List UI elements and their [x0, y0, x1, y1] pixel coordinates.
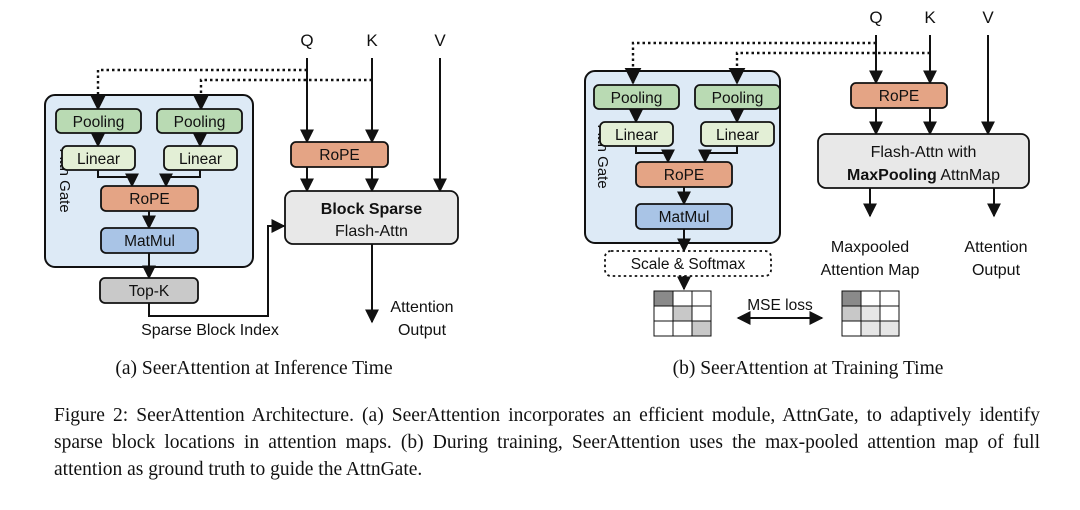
attention-output-right-1: Attention — [964, 239, 1027, 256]
rope-inner-label: RoPE — [129, 191, 170, 208]
scale-softmax-label: Scale & Softmax — [631, 256, 746, 273]
matmul-label: MatMul — [124, 233, 175, 250]
linear-label-1: Linear — [77, 151, 120, 168]
k-label: K — [366, 31, 378, 50]
panel-training: Attn Gate Q K V Pooling Pooling Linear L… — [584, 8, 1030, 379]
pooling-label-2: Pooling — [174, 114, 226, 131]
pooling-label-1: Pooling — [73, 114, 125, 131]
dotted-route-k — [192, 78, 372, 111]
flash-attn-label: Flash-Attn — [335, 223, 408, 240]
sparse-index-label: Sparse Block Index — [141, 322, 279, 339]
attention-output-right-2: Output — [972, 262, 1021, 279]
architecture-figure: Attn Gate Q K V Pooling Pooling Linear L… — [44, 8, 1030, 379]
pooling-label-right-1: Pooling — [611, 90, 663, 107]
dotted-route-q — [89, 68, 307, 111]
subcaption-b: (b) SeerAttention at Training Time — [673, 358, 944, 379]
k-label-right: K — [924, 8, 936, 27]
pooling-label-right-2: Pooling — [712, 90, 764, 107]
maxpooled-label-2: Attention Map — [821, 262, 920, 279]
maxpooling-attnmap-label: MaxPooling AttnMap — [847, 167, 1000, 184]
mse-loss-label: MSE loss — [747, 297, 813, 314]
rope-label-right: RoPE — [879, 88, 920, 105]
attention-output-label-1: Attention — [390, 299, 453, 316]
maxpooled-label-1: Maxpooled — [831, 239, 909, 256]
q-label: Q — [300, 31, 313, 50]
rope-box — [290, 141, 389, 168]
v-label: V — [434, 31, 446, 50]
rope-label: RoPE — [319, 147, 360, 164]
flash-attn-maxpooling-box — [817, 133, 1030, 189]
topk-label: Top-K — [129, 283, 170, 300]
subcaption-a: (a) SeerAttention at Inference Time — [115, 358, 392, 379]
dotted-route-k-right — [728, 51, 930, 85]
flash-attn-with-label: Flash-Attn with — [871, 144, 977, 161]
linear-label-right-1: Linear — [615, 127, 658, 144]
attention-output-label-2: Output — [398, 322, 447, 339]
v-label-right: V — [982, 8, 994, 27]
sparse-index-route — [148, 219, 286, 317]
scale-softmax-box — [604, 250, 772, 277]
q-label-right: Q — [869, 8, 882, 27]
block-sparse-label: Block Sparse — [321, 201, 422, 218]
maxpooling-bold: MaxPooling — [847, 167, 937, 184]
attnmap-rest: AttnMap — [937, 167, 1000, 184]
figure-caption: Figure 2: SeerAttention Architecture. (a… — [54, 405, 1040, 480]
panel-inference: Attn Gate Q K V Pooling Pooling Linear L… — [44, 31, 459, 379]
dotted-route-q-right — [624, 41, 876, 85]
predicted-attention-matrix — [653, 290, 712, 337]
linear-label-2: Linear — [179, 151, 222, 168]
rope-box-right — [850, 82, 948, 109]
maxpooled-attention-matrix — [841, 290, 900, 337]
matmul-label-right: MatMul — [659, 209, 710, 226]
linear-label-right-2: Linear — [716, 127, 759, 144]
rope-inner-label-right: RoPE — [664, 167, 705, 184]
